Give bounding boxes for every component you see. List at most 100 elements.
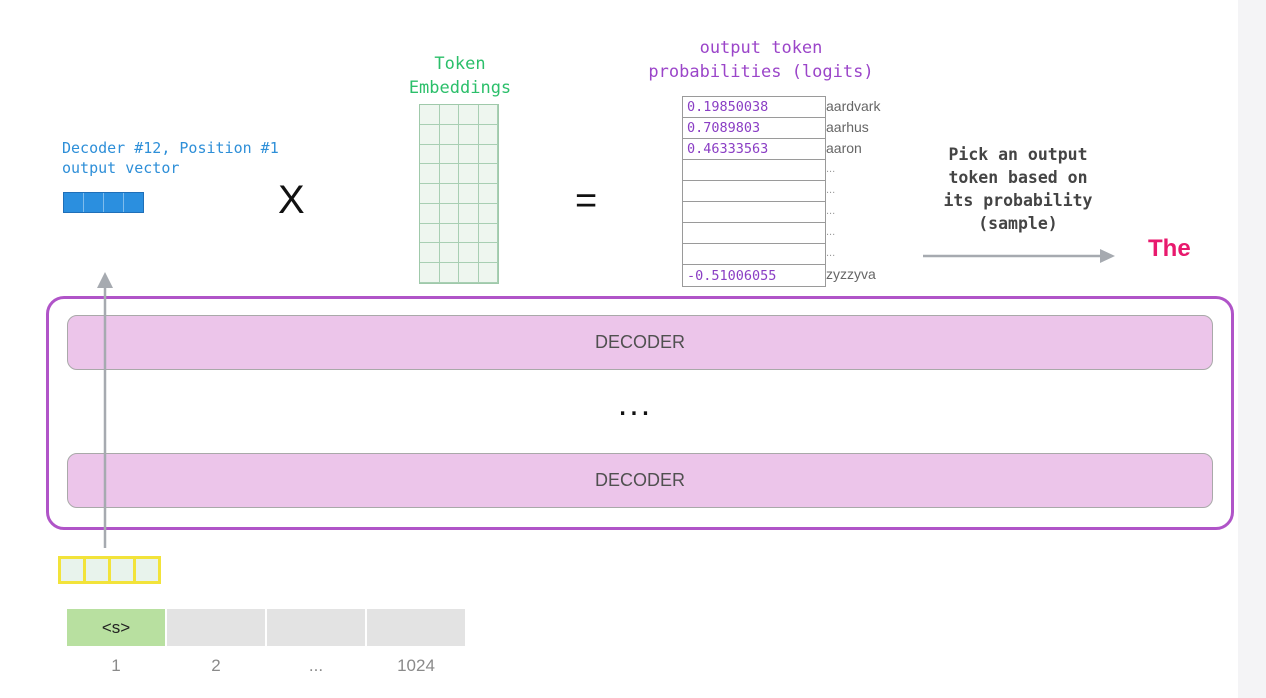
embedding-cell [420,124,440,145]
position-number: 1 [111,656,121,675]
input-vector-cell [61,559,83,581]
vocab-token: aardvark [826,98,881,114]
input-token-cell [367,609,465,646]
multiply-sign: X [278,178,305,222]
embedding-cell [478,184,498,204]
vocab-ellipsis: ... [826,163,836,175]
vocab-token: aaron [826,140,862,156]
embedding-cell [478,124,498,145]
sampled-token: The [1148,235,1191,262]
embedding-cell [459,203,479,224]
input-vector [58,556,161,584]
input-vector-cell [136,559,158,581]
token-embeddings-label-line2: Embeddings [408,78,512,98]
embedding-cell [439,203,459,224]
position-number: 1024 [397,656,435,675]
logit-row: 0.7089803 [683,118,825,139]
logits-title: output token probabilities (logits) [620,36,902,84]
embedding-cell [478,105,498,125]
output-vector-cell [64,193,84,212]
logit-row [683,244,825,265]
vocab-ellipsis: ... [826,247,836,259]
vocab-token: zyzzyva [826,266,876,282]
embedding-cell [459,223,479,244]
sampling-label-line2: token based on [948,168,1088,187]
token-embeddings-label-line1: Token [434,54,486,74]
sample-arrow [923,249,1115,263]
embedding-cell [478,263,498,283]
decoder-stack [46,296,1234,530]
decoder-block-top: DECODER [67,315,1213,370]
sampling-label-line1: Pick an output [948,145,1088,164]
logit-row: 0.19850038 [683,97,825,118]
embedding-cell [459,144,479,165]
embedding-cell [439,223,459,244]
sampling-label-line3: its probability [943,191,1093,210]
token-embeddings-matrix [419,104,499,284]
input-token-cell [267,609,365,646]
embedding-cell [420,223,440,244]
input-vector-cell [111,559,133,581]
sampling-label: Pick an output token based on its probab… [918,143,1118,235]
embedding-cell [459,105,479,125]
right-margin-strip [1238,0,1266,698]
vocab-ellipsis: ... [826,184,836,196]
vocab-ellipsis: ... [826,226,836,238]
position-numbers: 1 2 ... 1024 [67,656,465,676]
embedding-cell [459,164,479,185]
embedding-cell [439,105,459,125]
embedding-cell [459,124,479,145]
embedding-cell [420,105,440,125]
token-embeddings-label: Token Embeddings [398,52,522,100]
logits-table: 0.19850038 0.7089803 0.46333563 -0.51006… [682,96,826,287]
output-vector-cell [84,193,104,212]
output-vector-label-line1: Decoder #12, Position #1 [62,139,279,157]
embedding-cell [459,243,479,264]
embedding-cell [439,124,459,145]
embedding-cell [459,263,479,283]
output-vector-cell [124,193,143,212]
logit-row: -0.51006055 [687,267,777,284]
embedding-cell [478,223,498,244]
embedding-cell [420,164,440,185]
embedding-cell [459,184,479,204]
upward-flow-arrow [97,272,113,548]
embedding-cell [478,164,498,185]
embedding-cell [439,263,459,283]
logit-row [683,160,825,181]
output-vector-label-line2: output vector [62,159,180,177]
embedding-cell [420,263,440,283]
logit-row [683,202,825,223]
embedding-cell [439,164,459,185]
embedding-cell [439,184,459,204]
vocab-ellipsis: ... [826,205,836,217]
logit-row: 0.46333563 [683,139,825,160]
embedding-cell [420,203,440,224]
input-vector-cell [86,559,108,581]
output-vector [63,192,144,213]
output-vector-label: Decoder #12, Position #1 output vector [62,138,279,178]
embedding-cell [478,144,498,165]
logits-title-line2: probabilities (logits) [648,62,874,82]
input-token-cell: <s> [67,609,165,646]
embedding-cell [439,243,459,264]
input-sequence: <s> [67,609,465,646]
input-token-cell [167,609,265,646]
logit-row [683,223,825,244]
vocab-token: aarhus [826,119,869,135]
embedding-cell [439,144,459,165]
embedding-cell [478,203,498,224]
vocabulary-labels: aardvark aarhus aaron ... ... ... ... ..… [826,96,906,285]
sampling-label-line4: (sample) [978,214,1058,233]
equals-sign: = [575,180,598,222]
position-number: ... [308,656,324,675]
embedding-cell [420,184,440,204]
embedding-cell [478,243,498,264]
embedding-cell [420,144,440,165]
output-vector-cell [104,193,124,212]
decoder-block-bottom: DECODER [67,453,1213,508]
position-number: 2 [211,656,221,675]
decoder-ellipsis: ... [617,385,653,423]
logit-row [683,181,825,202]
